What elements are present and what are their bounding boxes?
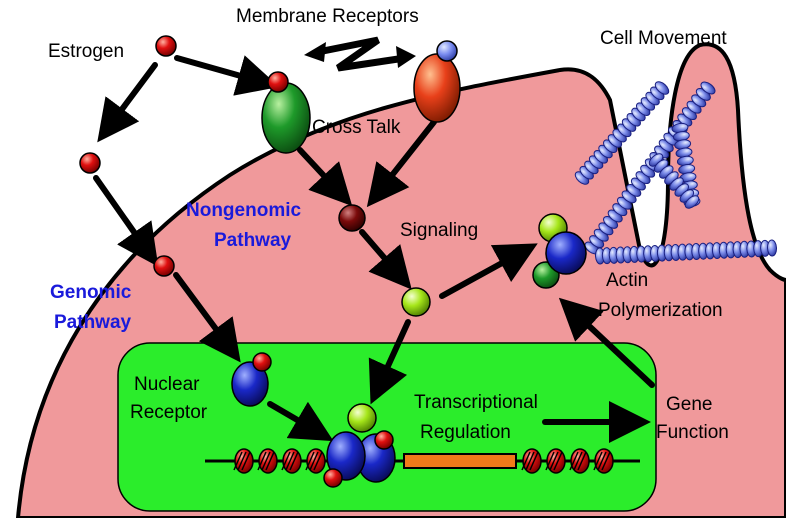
- nucleosome-stripe: [281, 451, 291, 471]
- arrow-lime-to-nucleus-complex: [368, 319, 411, 405]
- label-cell-movement: Cell Movement: [600, 28, 727, 49]
- nucleosome-stripe: [305, 451, 315, 471]
- label-transcriptional-line2: Regulation: [420, 422, 511, 443]
- nucleosome-stripe: [529, 451, 539, 471]
- arrow-red-receptor-to-signal: [366, 119, 437, 208]
- label-membrane-receptors: Membrane Receptors: [236, 6, 419, 27]
- nucleosome-stripe: [573, 451, 583, 471]
- signaling-molecule-darkred: [338, 204, 366, 232]
- label-nongenomic-line2: Pathway: [214, 230, 292, 251]
- nucleosome-stripe: [525, 451, 535, 471]
- red-membrane-receptor: [413, 53, 461, 123]
- actin-bead: [654, 81, 670, 95]
- estrogen-on-green-receptor: [267, 71, 289, 93]
- dna-nucleosomes-right: [521, 448, 614, 474]
- label-gene-line1: Gene: [666, 394, 712, 415]
- nucleosome-stripe: [237, 451, 247, 471]
- nucleosome-stripe: [545, 451, 555, 471]
- arrow-nuclear-receptor-to-dna: [267, 401, 334, 442]
- nuclear-receptor: [231, 361, 269, 407]
- arrow-green-receptor-to-signal: [297, 147, 353, 207]
- label-genomic-line2: Pathway: [54, 312, 132, 333]
- actin-bead: [684, 195, 700, 209]
- nucleosome-stripe: [593, 451, 603, 471]
- cross-talk-arrowhead-left: [304, 42, 326, 62]
- arrow-genomic-to-nuclear-receptor: [173, 272, 241, 363]
- label-cross-talk: Cross Talk: [312, 117, 401, 138]
- nucleosome-stripe: [553, 451, 563, 471]
- cross-talk-zigzag: [317, 36, 406, 72]
- label-actin-line1: Actin: [606, 270, 648, 291]
- actin-bead: [700, 81, 716, 95]
- actin-filaments: [574, 81, 778, 265]
- arrow-estrogen-down: [97, 62, 158, 143]
- nucleosome-stripe: [577, 451, 587, 471]
- arrow-gene-function-to-actin: [558, 297, 655, 388]
- dna-complex-blue-left: [326, 431, 366, 481]
- gene-box: [403, 453, 517, 469]
- arrows: [93, 55, 655, 443]
- dna-complex-lime: [347, 403, 377, 433]
- estrogen-molecule-left: [79, 152, 101, 174]
- signaling-molecule-lime: [401, 287, 431, 317]
- label-genomic-line1: Genomic: [50, 282, 132, 303]
- label-nuclear-line2: Receptor: [130, 402, 208, 423]
- arrow-to-genomic: [93, 175, 159, 267]
- label-nongenomic-line1: Nongenomic: [186, 200, 301, 221]
- estrogen-molecule-genomic: [153, 255, 175, 277]
- nucleosome-stripe: [285, 451, 295, 471]
- arrow-estrogen-to-membrane-receptor: [174, 55, 280, 96]
- estrogen-molecule-top: [155, 35, 177, 57]
- estrogen-on-nuclear-receptor: [252, 352, 272, 372]
- dna-complex-estrogen-top: [374, 430, 394, 450]
- complex-blue-molecule: [545, 231, 587, 275]
- arrow-lime-to-actin-complex: [439, 243, 538, 299]
- arrow-signal-to-lime: [359, 229, 412, 290]
- actin-bead: [766, 239, 778, 257]
- nucleosome-stripe: [233, 451, 243, 471]
- nucleosome-stripe: [309, 451, 319, 471]
- nucleosome-stripe: [521, 451, 531, 471]
- nucleosome-stripe: [549, 451, 559, 471]
- label-signaling: Signaling: [400, 220, 478, 241]
- nucleosome-stripe: [265, 451, 275, 471]
- nucleosome-stripe: [241, 451, 251, 471]
- label-estrogen: Estrogen: [48, 41, 124, 62]
- label-transcriptional-line1: Transcriptional: [414, 392, 538, 413]
- cross-talk-arrowhead-right: [396, 46, 416, 68]
- label-actin-line2: Polymerization: [598, 300, 723, 321]
- nucleosome-stripe: [601, 451, 611, 471]
- nucleosome-stripe: [261, 451, 271, 471]
- dna-complex-estrogen-bottom: [323, 468, 343, 488]
- nucleosome-stripe: [289, 451, 299, 471]
- label-nuclear-line1: Nuclear: [134, 374, 200, 395]
- nucleosome-stripe: [569, 451, 579, 471]
- green-membrane-receptor: [261, 82, 311, 154]
- dna-nucleosomes-left: [233, 448, 326, 474]
- ligand-on-red-receptor: [436, 40, 458, 62]
- nucleosome-stripe: [257, 451, 267, 471]
- nucleosome-stripe: [597, 451, 607, 471]
- label-gene-line2: Function: [656, 422, 729, 443]
- nucleosome-stripe: [313, 451, 323, 471]
